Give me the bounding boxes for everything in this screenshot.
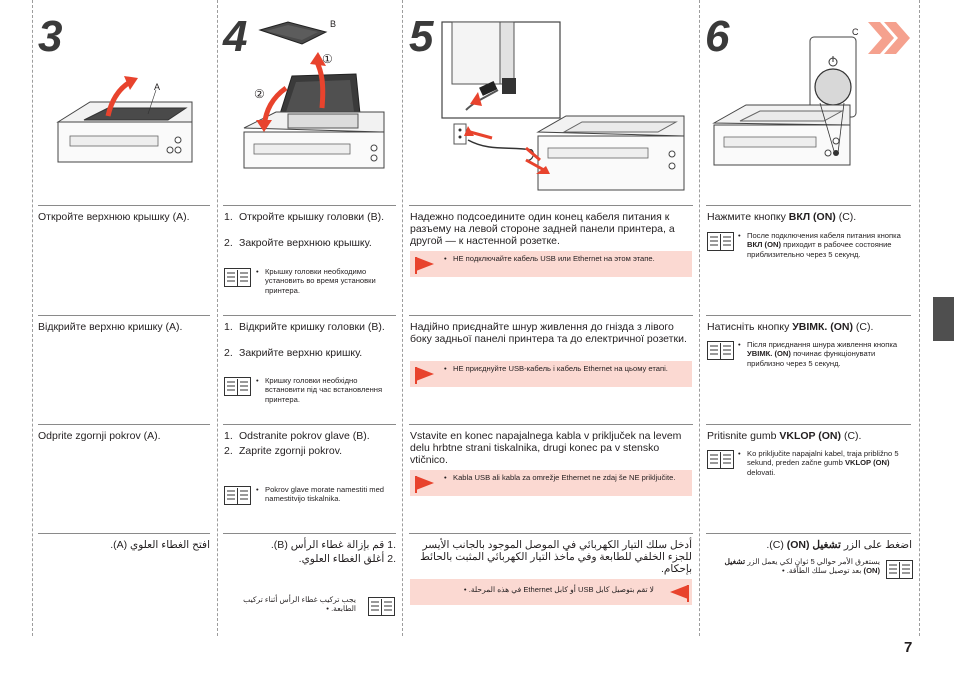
row-divider	[409, 424, 693, 425]
row-divider	[38, 205, 210, 206]
label-a: A	[154, 82, 161, 92]
row-divider	[38, 424, 210, 425]
step-number-3: 3	[38, 12, 63, 61]
uk-step6-note: •Після приєднання шнура живлення кнопка …	[738, 340, 898, 368]
row-divider	[223, 315, 396, 316]
warning-flag-icon	[415, 257, 434, 274]
ar-step5-warning: لا تقم بتوصيل كابل USB أو كابل Ethernet …	[410, 579, 692, 605]
label-c: C	[852, 27, 859, 37]
step-number-4: 4	[223, 12, 248, 61]
ru-step4-item2: Закройте верхнюю крышку.	[239, 237, 372, 249]
note-book-icon	[224, 377, 251, 396]
note-book-icon	[368, 597, 395, 616]
row-divider	[706, 205, 911, 206]
row-divider	[223, 424, 396, 425]
warning-flag-icon	[415, 476, 434, 493]
uk-step4-num1: 1.	[224, 321, 233, 333]
ar-step3-text: افتح الغطاء العلوي (A).	[110, 539, 210, 551]
column-divider	[699, 0, 700, 636]
row-divider	[38, 315, 210, 316]
ar-step5-text: أدخل سلك التيار الكهربائي في الموصل المو…	[420, 539, 692, 575]
uk-step4-item1: Відкрийте кришку головки (B).	[239, 321, 385, 333]
ru-step4-num1: 1.	[224, 211, 233, 223]
row-divider	[223, 533, 396, 534]
label-step-2: ②	[254, 87, 265, 101]
step-number-5: 5	[409, 12, 434, 61]
head-cover-illustration	[258, 21, 328, 45]
note-book-icon	[707, 450, 734, 469]
sl-step4-item1: Odstranite pokrov glave (B).	[239, 430, 370, 442]
row-divider	[706, 424, 911, 425]
label-b: B	[330, 19, 337, 29]
ru-step4-item1: Откройте крышку головки (B).	[239, 211, 385, 223]
ar-step6-note: يستغرق الأمر حوالي 5 ثوانٍ لكي يعمل الزر…	[724, 557, 880, 576]
ar-step6-text: اضغط على الزر تشغيل (ON) (C).	[766, 539, 912, 551]
power-button-illustration	[712, 36, 857, 166]
ar-step4-note: يجب تركيب غطاء الرأس أثناء تركيب الطابعة…	[243, 595, 356, 614]
uk-step3-text: Відкрийте верхню кришку (A).	[38, 321, 183, 333]
row-divider	[409, 315, 693, 316]
uk-step4-num2: 2.	[224, 347, 233, 359]
sl-step6-note: •Ko priključite napajalni kabel, traja p…	[738, 449, 899, 477]
note-book-icon	[707, 341, 734, 360]
sl-step5-warning: •Kabla USB ali kabla za omrežje Ethernet…	[410, 470, 692, 496]
note-book-icon	[224, 486, 251, 505]
row-divider	[409, 205, 693, 206]
note-book-icon	[707, 232, 734, 251]
sl-step4-num1: 1.	[224, 430, 233, 442]
sl-step3-text: Odprite zgornji pokrov (A).	[38, 430, 161, 442]
column-divider	[919, 0, 920, 636]
warning-flag-icon	[415, 367, 434, 384]
sl-step4-num2: 2.	[224, 445, 233, 457]
next-arrows-icon	[868, 22, 910, 54]
ar-step4-item1: .1 قم بإزالة غطاء الرأس (B).	[270, 539, 396, 551]
printer-open-cover-illustration	[56, 76, 193, 163]
ru-step5-warning: •НЕ подключайте кабель USB или Ethernet …	[410, 251, 692, 277]
row-divider	[223, 205, 396, 206]
column-divider	[217, 0, 218, 636]
uk-step4-item2: Закрийте верхню кришку.	[239, 347, 363, 359]
sl-step4-item2: Zaprite zgornji pokrov.	[239, 445, 343, 457]
sl-step5-text: Vstavite en konec napajalnega kabla v pr…	[410, 430, 682, 466]
column-divider	[402, 0, 403, 636]
row-divider	[706, 533, 911, 534]
row-divider	[706, 315, 911, 316]
uk-step5-warning: •НЕ приєднуйте USB-кабель і кабель Ether…	[410, 361, 692, 387]
uk-step4-note: •Кришку головки необхідно встановити під…	[256, 376, 383, 404]
chapter-side-tab	[933, 297, 954, 341]
step-number-6: 6	[705, 12, 730, 61]
row-divider	[38, 533, 210, 534]
note-book-icon	[224, 268, 251, 287]
ru-step6-text: Нажмите кнопку ВКЛ (ON) (C).	[707, 211, 857, 223]
uk-step6-text: Натисніть кнопку УВІМК. (ON) (C).	[707, 321, 874, 333]
ru-step6-note: •После подключения кабеля питания кнопка…	[738, 231, 901, 259]
row-divider	[409, 533, 693, 534]
ru-step3-text: Откройте верхнюю крышку (A).	[38, 211, 190, 223]
page-number: 7	[904, 639, 913, 656]
ru-step4-note: •Крышку головки необходимо установить во…	[256, 267, 376, 295]
printer-head-cover-illustration	[243, 52, 385, 169]
ar-step4-item2: .2 أغلق الغطاء العلوي.	[298, 553, 396, 565]
column-divider	[32, 0, 33, 636]
uk-step5-text: Надійно приєднайте шнур живлення до гніз…	[410, 321, 687, 345]
power-cable-connection-illustration	[441, 21, 685, 191]
label-step-1: ①	[322, 52, 333, 66]
sl-step4-note: •Pokrov glave morate namestiti med names…	[256, 485, 385, 504]
ru-step4-num2: 2.	[224, 237, 233, 249]
ru-step5-text: Надежно подсоедините один конец кабеля п…	[410, 211, 675, 247]
warning-flag-icon	[670, 585, 689, 602]
note-book-icon	[886, 560, 913, 579]
sl-step6-text: Pritisnite gumb VKLOP (ON) (C).	[707, 430, 862, 442]
